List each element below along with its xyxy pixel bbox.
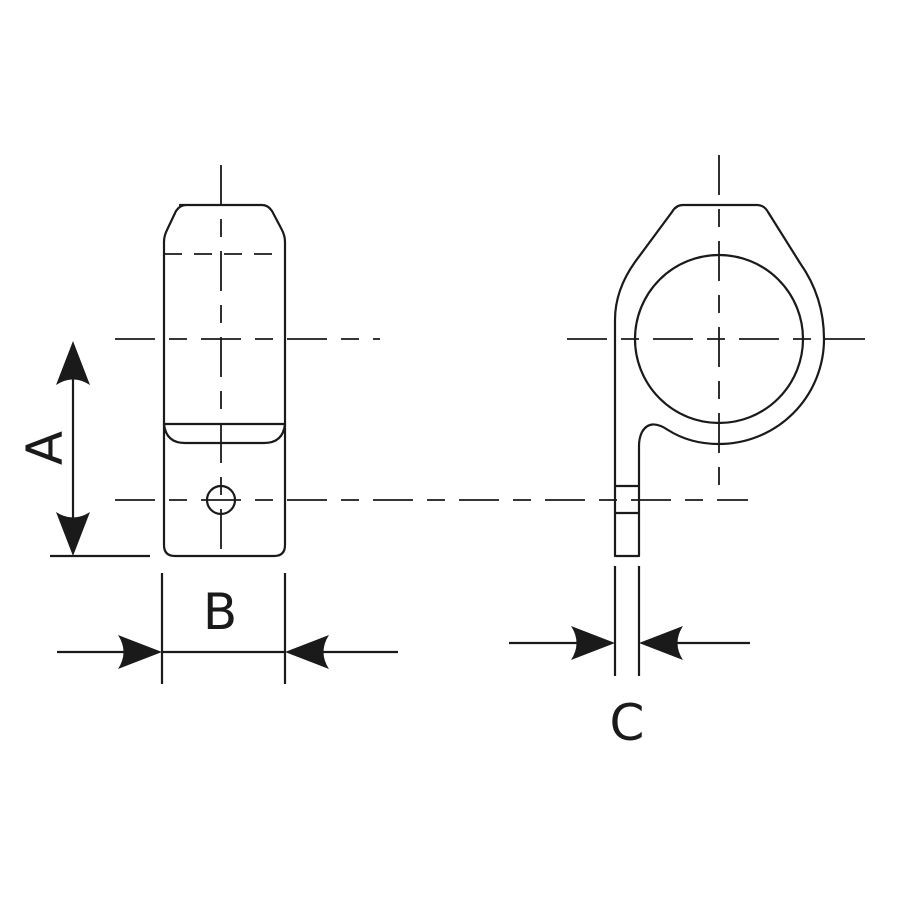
- dimension-a-label: A: [16, 431, 74, 465]
- dimension-a-arrow-bottom: [56, 512, 90, 556]
- dimension-a-arrow-top: [56, 341, 90, 385]
- dimension-b-label: B: [203, 583, 237, 641]
- dimension-b-arrow-left: [118, 635, 162, 669]
- side-lug-step: [162, 422, 287, 445]
- dimension-c: C: [509, 566, 750, 752]
- dimension-c-label: C: [610, 694, 645, 752]
- side-view-outline: [162, 203, 287, 558]
- dimension-b-arrow-right: [285, 635, 329, 669]
- side-view: [115, 165, 380, 558]
- dimension-c-arrow-left: [571, 626, 615, 660]
- front-view-outline: [613, 203, 826, 558]
- front-view: [567, 155, 873, 558]
- dimension-a: A: [16, 341, 150, 558]
- dimension-b: B: [57, 573, 398, 684]
- dimension-c-arrow-right: [639, 626, 683, 660]
